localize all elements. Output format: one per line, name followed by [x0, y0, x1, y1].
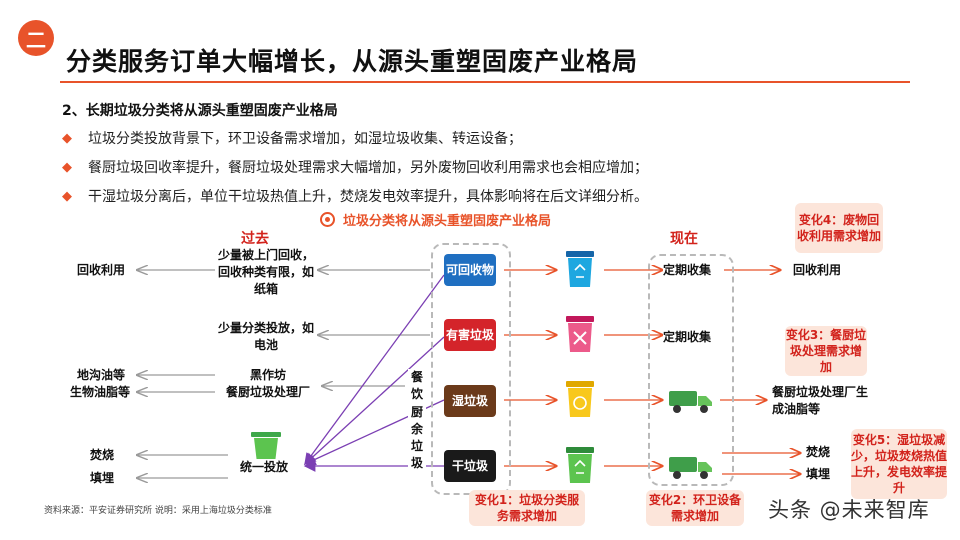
category-hazardous: 有害垃圾: [444, 319, 496, 351]
past-black-workshop: 黑作坊: [218, 367, 318, 384]
past-outcome-recycle: 回收利用: [77, 263, 126, 277]
red-hazard-bin-icon: [566, 316, 594, 352]
diagram-title: 垃圾分类将从源头重塑固废产业格局: [320, 210, 551, 229]
past-outcome-gutter-oil: 地沟油等: [77, 368, 126, 382]
past-hazard-note: 少量分类投放，如电池: [218, 320, 315, 354]
past-outcome-incinerate: 焚烧: [90, 448, 115, 462]
now-header: 现在: [670, 231, 698, 247]
subtitle: 2、长期垃圾分类将从源头重塑固废产业格局: [62, 103, 338, 119]
past-kitchen-plant: 餐厨垃圾处理厂: [218, 384, 318, 401]
category-wet: 湿垃圾: [444, 385, 496, 417]
callout-change-5: 变化5：湿垃圾减少，垃圾焚烧热值上升，发电效率提升: [851, 429, 947, 499]
past-header: 过去: [241, 231, 269, 247]
bullet-item: ◆ 干湿垃圾分离后，单位干垃圾热值上升，焚烧发电效率提升，具体影响将在后文详细分…: [62, 186, 648, 206]
source-footnote: 资料来源：平安证券研究所 说明：采用上海垃圾分类标准: [44, 506, 272, 516]
blue-recycle-bin-icon: [566, 251, 594, 287]
now-outcome-landfill: 填埋: [806, 467, 831, 481]
diagram-title-text: 垃圾分类将从源头重塑固废产业格局: [343, 214, 552, 229]
past-outcome-bio-oil: 生物油脂等: [70, 385, 131, 399]
now-outcome-recycle: 回收利用: [793, 263, 842, 277]
now-outcome-incinerate: 焚烧: [806, 445, 831, 459]
kitchen-side-household: 厨余垃圾: [408, 404, 426, 472]
diamond-bullet-icon: ◆: [62, 130, 72, 146]
collection-group-box: [648, 254, 734, 486]
arrow-hazard-unified: [304, 336, 445, 465]
green-bin-icon: [251, 432, 281, 463]
callout-change-4: 变化4：废物回收利用需求增加: [795, 203, 883, 253]
category-recyclable: 可回收物: [444, 254, 496, 286]
diamond-bullet-icon: ◆: [62, 188, 72, 204]
bullet-text: 垃圾分类投放背景下，环卫设备需求增加，如湿垃圾收集、转运设备；: [88, 131, 522, 147]
title-divider: [60, 81, 910, 83]
past-unified-disposal: 统一投放: [238, 459, 291, 476]
bullet-item: ◆ 餐厨垃圾回收率提升，餐厨垃圾处理需求大幅增加，另外废物回收利用需求也会相应增…: [62, 157, 648, 177]
section-badge: 二: [18, 20, 54, 56]
category-dry: 干垃圾: [444, 450, 496, 482]
diamond-bullet-icon: ◆: [62, 159, 72, 175]
callout-change-2: 变化2：环卫设备需求增加: [646, 490, 744, 526]
yellow-wet-bin-icon: [566, 381, 594, 417]
past-recyclable-note: 少量被上门回收，回收种类有限，如纸箱: [218, 247, 315, 298]
callout-change-1: 变化1：垃圾分类服务需求增加: [469, 490, 585, 526]
arrow-recyclable-unified: [304, 274, 445, 466]
green-dry-bin-icon: [566, 447, 594, 483]
target-icon: [320, 212, 335, 227]
callout-change-3: 变化3：餐厨垃圾处理需求增加: [785, 326, 867, 376]
now-outcome-kitchen-plant: 餐厨垃圾处理厂生成油脂等: [772, 385, 869, 416]
now-periodic-collection-1: 定期收集: [663, 262, 712, 279]
watermark: 头条 @未来智库: [768, 498, 930, 522]
now-periodic-collection-2: 定期收集: [663, 329, 712, 346]
bullet-text: 餐厨垃圾回收率提升，餐厨垃圾处理需求大幅增加，另外废物回收利用需求也会相应增加；: [88, 160, 648, 176]
bullet-text: 干湿垃圾分离后，单位干垃圾热值上升，焚烧发电效率提升，具体影响将在后文详细分析。: [88, 189, 648, 205]
bullet-item: ◆ 垃圾分类投放背景下，环卫设备需求增加，如湿垃圾收集、转运设备；: [62, 128, 522, 148]
past-outcome-landfill: 填埋: [90, 471, 115, 485]
garbage-truck-icon: [669, 391, 712, 413]
garbage-truck-icon: [669, 457, 712, 479]
page-title: 分类服务订单大幅增长，从源头重塑固废产业格局: [66, 47, 639, 76]
